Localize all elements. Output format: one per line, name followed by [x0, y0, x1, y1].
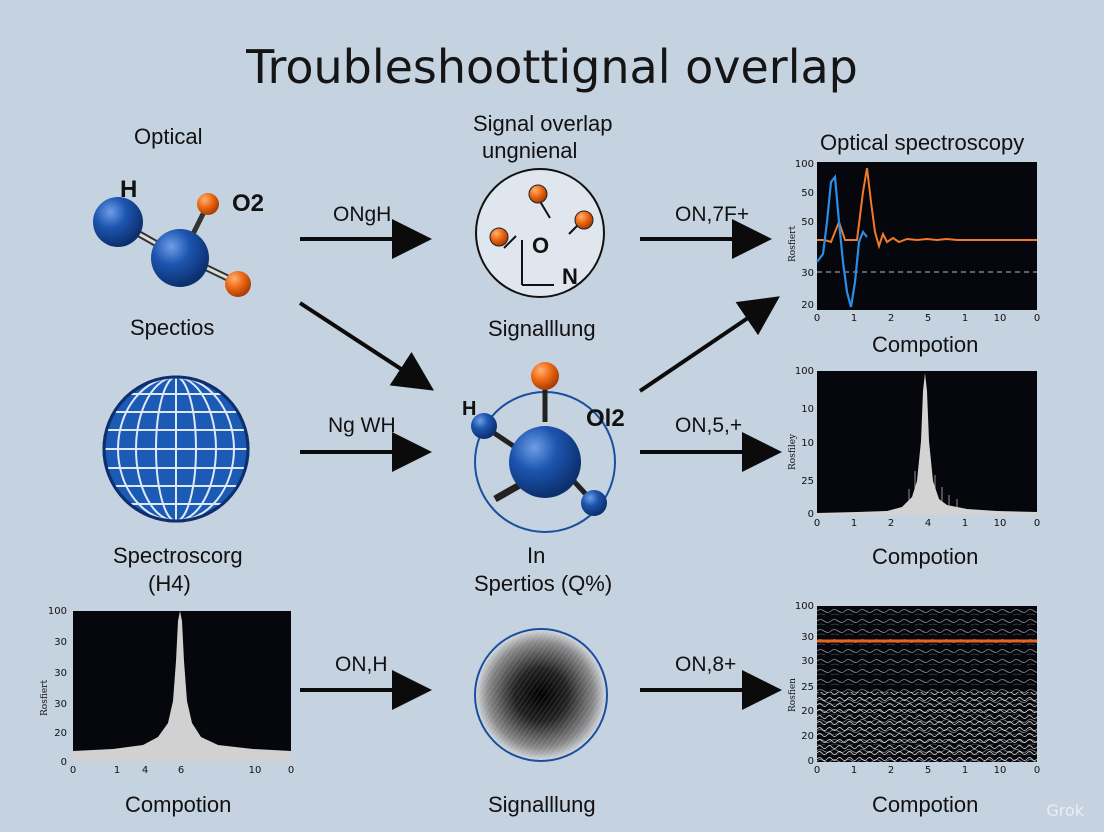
chart4-ytick: 20 [801, 706, 814, 717]
label-compotion-r2: Compotion [872, 544, 979, 569]
chart1-xtick: 5 [924, 313, 932, 324]
chart3-xtick: 4 [141, 765, 149, 776]
chart2-xtick: 4 [924, 518, 932, 529]
arrow-label-3: Nɡ WH [328, 414, 396, 437]
chart3-ytick: 30 [54, 637, 67, 648]
chart1-ytick: 100 [794, 159, 814, 170]
page-title: Troubleshoottignal overlap [246, 40, 858, 94]
chart4-xtick: 5 [924, 765, 932, 776]
chart2-ytick: 0 [807, 509, 814, 520]
chart2-xtick: 1 [961, 518, 969, 529]
chart4-ytick: 30 [801, 656, 814, 667]
chart4-ytick: 100 [794, 601, 814, 612]
label-compotion-r1: Compotion [872, 332, 979, 357]
label-spectroscorg: Spectroscorg [113, 543, 243, 568]
orange-atom [225, 271, 251, 297]
chart1-xtick: 10 [993, 313, 1007, 324]
chart4-xtick: 2 [887, 765, 895, 776]
atom-label-h-mid: H [462, 398, 477, 420]
label-compotion-r3: Compotion [872, 792, 979, 817]
label-h4: (H4) [148, 571, 191, 596]
atom-label-h: H [120, 176, 138, 203]
atom-label-o2: O2 [232, 190, 265, 217]
chart4-ytick: 20 [801, 731, 814, 742]
chart2-xtick: 0 [813, 518, 821, 529]
chart4-xtick: 0 [1033, 765, 1041, 776]
chart4-ytick: 0 [807, 756, 814, 767]
chart3-xtick: 0 [287, 765, 295, 776]
chart1-xtick: 1 [961, 313, 969, 324]
blue-atom [151, 229, 209, 287]
atom-label-ol2: Ol2 [586, 405, 625, 432]
chart2-xtick: 1 [850, 518, 858, 529]
chart1-ytick: 30 [801, 268, 814, 279]
arrow-label-5: ON,H [335, 653, 388, 676]
atom-label-o: O [532, 233, 550, 258]
chart2-xtick: 10 [993, 518, 1007, 529]
label-optical: Optical [134, 124, 203, 149]
label-in: In [527, 543, 546, 568]
chart2-xtick: 0 [1033, 518, 1041, 529]
chart2-ytick: 25 [801, 476, 814, 487]
label-optical-spectroscopy: Optical spectroscopy [820, 130, 1025, 155]
orange-atom [197, 193, 219, 215]
label-signallung-bottom: Signalllung [488, 792, 596, 817]
chart3-xtick: 6 [177, 765, 185, 776]
label-signallung-top: Signalllung [488, 316, 596, 341]
chart4-xtick: 1 [961, 765, 969, 776]
chart2-xtick: 2 [887, 518, 895, 529]
label-spectios: Spectios [130, 315, 215, 340]
chart1-xtick: 2 [887, 313, 895, 324]
chart1-ytick: 50 [801, 188, 814, 199]
chart1-ytick: 20 [801, 300, 814, 311]
chart3-ytick: 30 [54, 699, 67, 710]
signal-sphere [474, 628, 608, 762]
chart2-ytick: 100 [794, 366, 814, 377]
chart1-ylabel: Rosfiert [788, 225, 798, 262]
chart4-xtick: 0 [813, 765, 821, 776]
chart1-ytick: 50 [801, 217, 814, 228]
chart4-ytick: 25 [801, 682, 814, 693]
arrow-diag-up [638, 296, 780, 393]
chart3-ylabel: Rosfiert [40, 679, 50, 716]
signal-overlap-circle [475, 168, 605, 298]
label-spertios: Spertios (Q%) [474, 571, 613, 596]
chart3-ytick: 0 [60, 757, 67, 768]
watermark: Grok [1046, 801, 1084, 820]
chart1-xtick: 0 [1033, 313, 1041, 324]
arrow-label-6: ON,8+ [675, 653, 737, 676]
central-molecule [471, 362, 616, 533]
globe-icon [102, 375, 250, 523]
chart4-xtick: 10 [993, 765, 1007, 776]
chart3-ytick: 20 [54, 728, 67, 739]
blue-atom [93, 197, 143, 247]
arrow-label-2: ON,7F+ [675, 203, 750, 226]
chart3-xtick: 0 [69, 765, 77, 776]
chart3-ytick: 100 [47, 606, 67, 617]
chart3-ytick: 30 [54, 668, 67, 679]
chart3-xtick: 1 [113, 765, 121, 776]
label-ungnienal: ungnienal [482, 138, 578, 163]
chart4-ytick: 30 [801, 632, 814, 643]
label-signal-overlap: Signal overlap [473, 111, 613, 136]
arrow-label-4: ON,5,+ [675, 414, 743, 437]
atom-label-n: N [562, 264, 578, 289]
chart1-xtick: 0 [813, 313, 821, 324]
chart4-xtick: 1 [850, 765, 858, 776]
chart1-xtick: 1 [850, 313, 858, 324]
chart2-ytick: 10 [801, 438, 814, 449]
arrow-label-1: ONɡH [333, 203, 392, 226]
chart2-ytick: 10 [801, 404, 814, 415]
arrow-diag-down [298, 301, 435, 391]
label-compotion-bottom-left: Compotion [125, 792, 232, 817]
chart3-xtick: 10 [248, 765, 262, 776]
